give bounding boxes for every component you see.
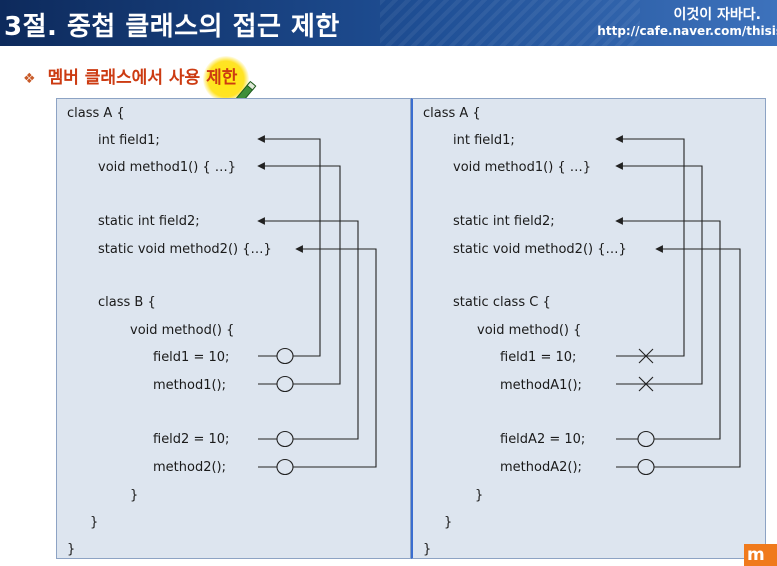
corner-logo: m (744, 544, 777, 566)
code-line: void method1() { …} (98, 160, 237, 175)
code-line: class A { (423, 106, 481, 121)
code-line: field1 = 10; (500, 350, 577, 365)
code-line: class B { (98, 295, 156, 310)
code-line: void method() { (130, 323, 235, 338)
code-line: } (475, 488, 484, 503)
code-line: static class C { (453, 295, 551, 310)
code-line: int field1; (98, 133, 160, 148)
code-line: class A { (67, 106, 125, 121)
code-line: fieldA2 = 10; (500, 432, 586, 447)
title-bar-pattern (380, 0, 640, 46)
subtitle-text: 멤버 클래스에서 사용 제한 (47, 68, 238, 88)
code-line: void method1() { …} (453, 160, 592, 175)
code-line: static void method2() {…} (98, 242, 272, 257)
left-code-panel: class A { int field1; void method1() { …… (56, 98, 411, 559)
code-line: methodA2(); (500, 460, 582, 475)
code-line: } (130, 488, 139, 503)
code-line: field2 = 10; (153, 432, 230, 447)
code-line: } (444, 515, 453, 530)
title-bar: 3절. 중첩 클래스의 접근 제한 이것이 자바다. http://cafe.n… (0, 0, 777, 46)
brand-box: 이것이 자바다. http://cafe.naver.com/thisis (597, 0, 777, 46)
right-code-panel: class A { int field1; void method1() { …… (411, 98, 766, 559)
code-line: static void method2() {…} (453, 242, 627, 257)
code-line: } (90, 515, 99, 530)
page-title: 3절. 중첩 클래스의 접근 제한 (4, 12, 340, 42)
code-line: void method() { (477, 323, 582, 338)
section-subtitle: ❖ 멤버 클래스에서 사용 제한 (23, 63, 237, 88)
diamond-bullet-icon: ❖ (23, 71, 36, 87)
code-line: static int field2; (98, 214, 200, 229)
code-line: } (423, 542, 432, 557)
code-line: } (67, 542, 76, 557)
brand-slogan: 이것이 자바다. (673, 7, 761, 23)
brand-url[interactable]: http://cafe.naver.com/thisis (597, 24, 777, 38)
code-line: static int field2; (453, 214, 555, 229)
code-line: method2(); (153, 460, 226, 475)
code-line: int field1; (453, 133, 515, 148)
code-line: method1(); (153, 378, 226, 393)
code-line: methodA1(); (500, 378, 582, 393)
code-line: field1 = 10; (153, 350, 230, 365)
